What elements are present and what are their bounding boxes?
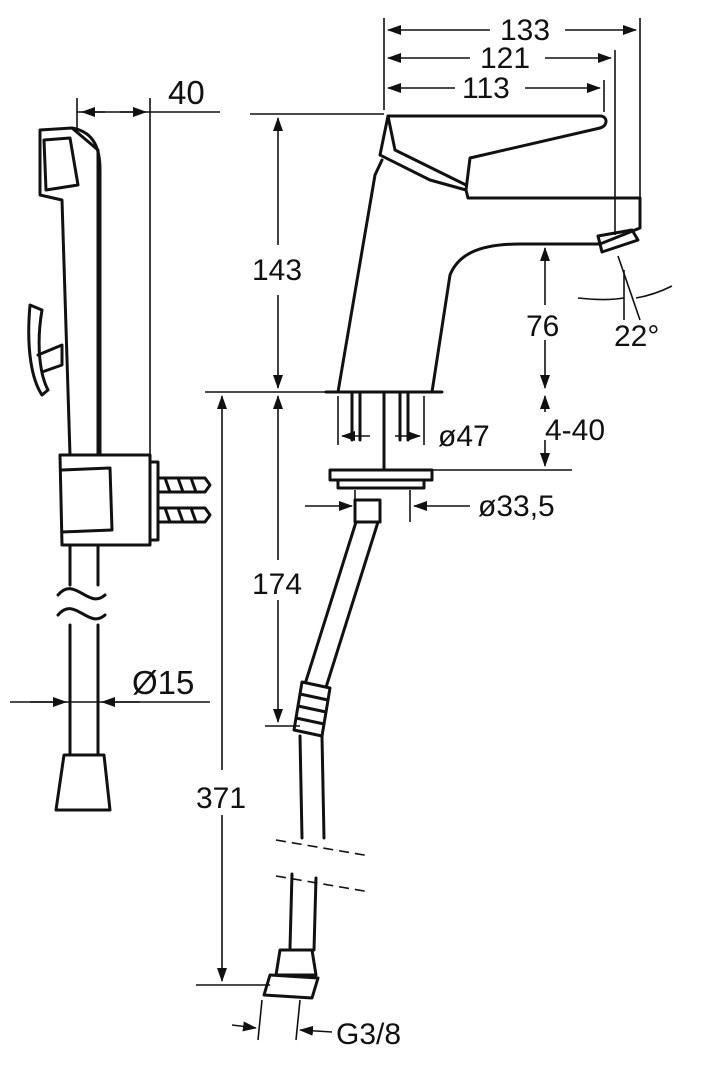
dim-thread: G3/8 bbox=[231, 999, 401, 1051]
label-deck-thickness: 4-40 bbox=[545, 414, 605, 447]
label-hole-diameter: ø33,5 bbox=[478, 490, 555, 523]
dim-deck-thickness: 4-40 bbox=[432, 395, 605, 471]
dim-hose-length: 371 bbox=[196, 391, 270, 986]
label-spout-angle: 22° bbox=[614, 320, 659, 353]
dim-spout-height: 76 bbox=[520, 243, 570, 389]
dim-body-height: 143 bbox=[250, 113, 384, 393]
label-hose-length: 371 bbox=[196, 782, 246, 815]
label-hose-diameter: Ø15 bbox=[132, 664, 194, 701]
label-width-lever: 113 bbox=[462, 72, 510, 105]
dim-hose-diameter: Ø15 bbox=[10, 664, 210, 707]
dim-widths: 133 121 113 bbox=[383, 14, 641, 235]
label-width-outlet: 121 bbox=[480, 42, 530, 75]
dim-hole-diameter: ø33,5 bbox=[305, 490, 555, 523]
label-spout-height: 76 bbox=[526, 310, 559, 343]
dim-flange-diameter: ø47 bbox=[337, 396, 490, 453]
label-shank-length: 174 bbox=[252, 568, 302, 601]
dim-spout-angle: 22° bbox=[577, 255, 673, 353]
label-width-total: 133 bbox=[500, 14, 550, 47]
dim-shank-length: 174 bbox=[252, 395, 302, 727]
dim-shower-depth: 40 bbox=[76, 74, 220, 455]
hand-shower-side-view bbox=[27, 126, 212, 812]
label-body-height: 143 bbox=[252, 254, 302, 287]
mixer-side-view bbox=[262, 114, 642, 1000]
label-shower-depth: 40 bbox=[168, 74, 205, 111]
label-flange-diameter: ø47 bbox=[438, 420, 490, 453]
label-thread: G3/8 bbox=[336, 1018, 401, 1051]
